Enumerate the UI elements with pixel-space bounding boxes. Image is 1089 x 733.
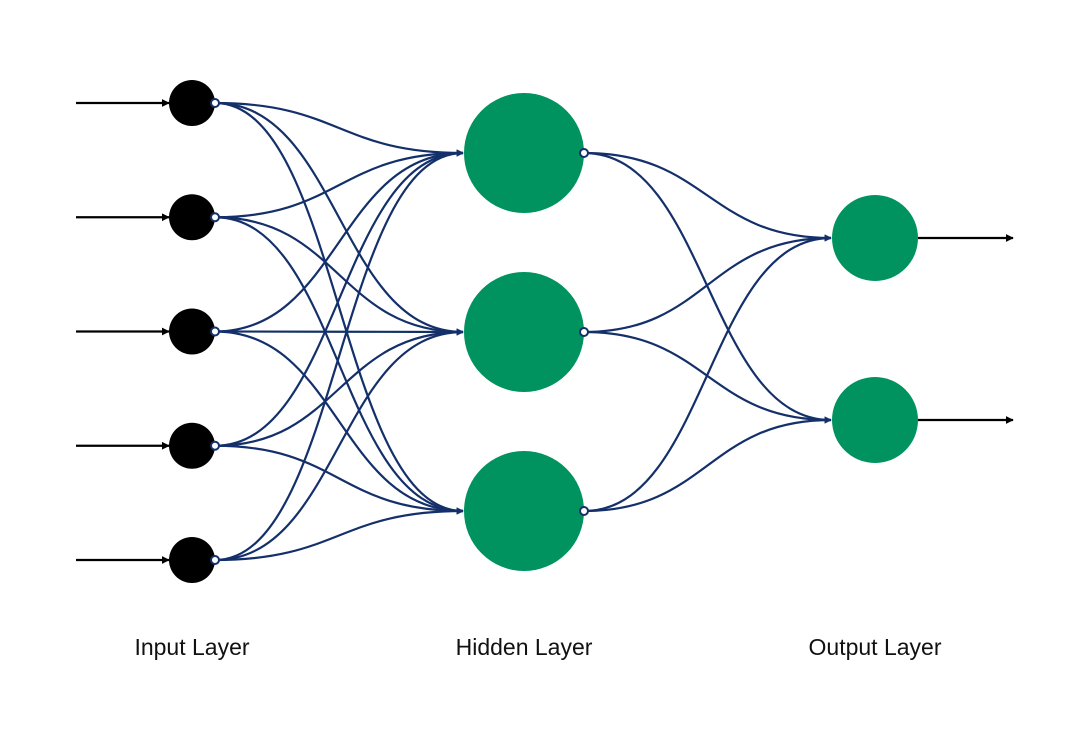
input-node-2	[169, 194, 215, 241]
connection-input-5-hidden-2	[214, 328, 464, 562]
hidden-layer-label: Hidden Layer	[455, 634, 593, 660]
connection-input-2-hidden-1	[214, 149, 464, 219]
input-node-port-1	[210, 98, 220, 108]
connection-input-3-hidden-2	[214, 328, 464, 336]
input-layer-label: Input Layer	[134, 634, 250, 660]
hidden-node-port-1	[579, 148, 589, 158]
nodes-group	[169, 80, 918, 583]
connection-hidden-1-output-2	[583, 151, 832, 424]
input-node-port-4	[210, 440, 220, 451]
input-node-port-3	[210, 326, 220, 337]
hidden-node-1	[464, 93, 584, 213]
input-node-1	[169, 80, 215, 126]
hidden-node-2	[464, 272, 584, 392]
connection-input-3-hidden-3	[214, 330, 464, 515]
connection-input-5-hidden-3	[214, 507, 464, 562]
output-layer-label: Output Layer	[808, 634, 942, 660]
connection-input-3-hidden-1	[214, 149, 464, 333]
connection-hidden-3-output-2	[583, 416, 832, 513]
connection-input-1-hidden-2	[214, 101, 464, 336]
input-node-port-2	[210, 212, 220, 223]
hidden-node-3	[464, 451, 584, 571]
connection-input-2-hidden-2	[214, 216, 464, 336]
hidden-node-port-3	[579, 506, 589, 516]
input-node-4	[169, 422, 215, 469]
connection-hidden-2-output-1	[583, 234, 832, 334]
output-node-1	[832, 195, 918, 281]
connection-input-2-hidden-3	[214, 216, 464, 515]
input-node-port-5	[210, 555, 220, 565]
input-node-5	[169, 537, 215, 583]
connection-input-1-hidden-1	[214, 101, 464, 157]
connection-input-4-hidden-2	[214, 328, 464, 447]
connection-input-4-hidden-3	[214, 444, 464, 515]
connection-input-1-hidden-3	[214, 101, 464, 515]
output-node-2	[832, 377, 918, 463]
connection-hidden-1-output-1	[583, 151, 832, 242]
output-ports-group	[210, 98, 589, 565]
connection-hidden-3-output-1	[583, 234, 832, 513]
connection-input-5-hidden-1	[214, 149, 464, 562]
connections-group	[214, 101, 832, 562]
input-node-3	[169, 308, 215, 355]
io-arrows-group	[76, 99, 1014, 564]
hidden-node-port-2	[579, 327, 589, 337]
connection-input-4-hidden-1	[214, 149, 464, 447]
